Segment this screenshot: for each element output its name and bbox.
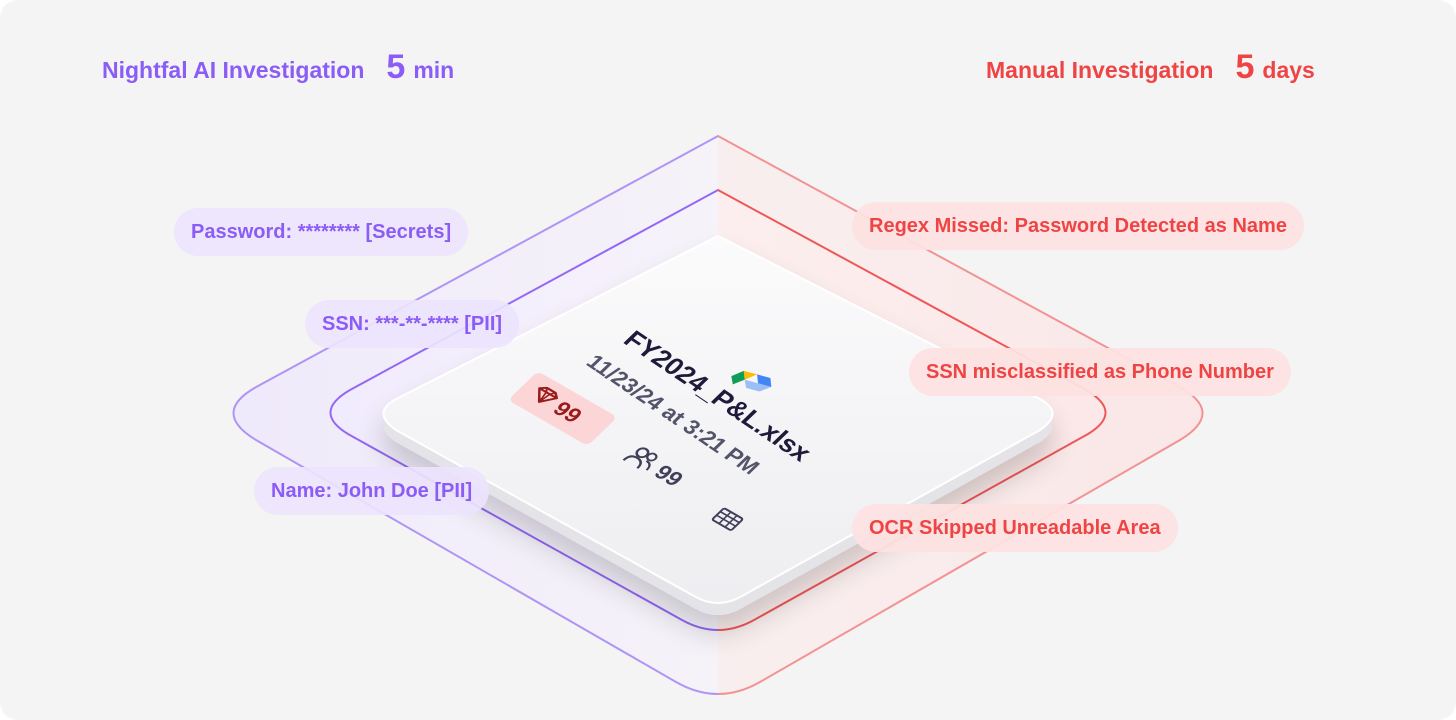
- manual-finding-ocr: OCR Skipped Unreadable Area: [852, 504, 1178, 552]
- manual-finding-ssn: SSN misclassified as Phone Number: [909, 348, 1291, 396]
- gem-icon: [537, 386, 559, 403]
- ai-finding-password: Password: ******** [Secrets]: [174, 208, 469, 256]
- manual-investigation-unit: days: [1262, 57, 1315, 83]
- ai-finding-ssn: SSN: ***-**-**** [PII]: [305, 300, 520, 348]
- manual-investigation-label: Manual Investigation: [986, 57, 1214, 83]
- ai-investigation-metric: Nightfal AI Investigation 5 min: [102, 48, 454, 87]
- ai-investigation-value: 5: [386, 48, 406, 86]
- ai-finding-name: Name: John Doe [PII]: [254, 467, 490, 515]
- spreadsheet-icon[interactable]: [711, 507, 744, 531]
- risk-badge[interactable]: 99: [508, 371, 618, 446]
- google-drive-icon: [731, 370, 772, 392]
- manual-investigation-value: 5: [1235, 48, 1255, 86]
- file-card-content: [731, 370, 772, 392]
- ai-investigation-label: Nightfal AI Investigation: [102, 57, 365, 83]
- manual-finding-regex: Regex Missed: Password Detected as Name: [852, 202, 1304, 250]
- manual-investigation-metric: Manual Investigation 5 days: [986, 48, 1315, 87]
- users-icon: [622, 447, 658, 471]
- ai-investigation-unit: min: [413, 57, 455, 83]
